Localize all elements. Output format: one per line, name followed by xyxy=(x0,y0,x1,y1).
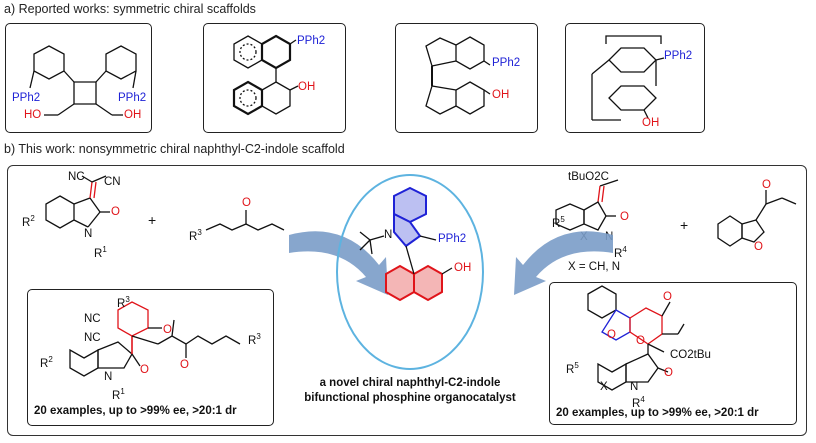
catalyst-caption-line2: bifunctional phosphine organocatalyst xyxy=(304,392,516,404)
x-definition-label: X = CH, N xyxy=(568,261,621,273)
substituent-r3-label: R3 xyxy=(117,295,130,310)
nitrogen-label: N xyxy=(104,371,113,383)
hydroxyl-label: OH xyxy=(298,81,316,93)
pph2-label: PPh2 xyxy=(297,35,326,47)
pph2-label: PPh2 xyxy=(492,57,521,69)
ketone-o-label: O xyxy=(663,291,672,303)
carbonyl-o-label: O xyxy=(664,367,673,379)
left-product-box xyxy=(27,289,274,426)
substituent-r5-label: R5 xyxy=(552,215,565,230)
catalyst-nitrogen-label: N xyxy=(384,229,393,241)
scaffold-spiro-box: PPh2 OH xyxy=(395,23,538,133)
ketone-o-label: O xyxy=(242,197,251,209)
substituent-r2-label: R2 xyxy=(22,214,35,229)
substituent-r5-label: R5 xyxy=(566,361,579,376)
left-product-structure xyxy=(69,301,241,377)
carbonyl-o-label: O xyxy=(140,364,149,376)
benzofuran-o-label: O xyxy=(754,241,763,253)
pph2-label: PPh2 xyxy=(118,92,147,104)
catalyst-structure xyxy=(359,186,453,302)
substituent-r3-label: R3 xyxy=(189,228,202,243)
substituent-r4-label: R4 xyxy=(632,395,645,410)
ketone-o-label: O xyxy=(163,324,172,336)
nitrile-label: NC xyxy=(68,171,85,183)
scaffold-cyclobutane-box: PPh2 PPh2 HO OH xyxy=(5,23,152,133)
spiro-structure xyxy=(425,36,491,115)
hydroxyl-label: OH xyxy=(642,117,660,129)
hydroxyl-label: OH xyxy=(492,89,510,101)
hydroxyl-label: OH xyxy=(124,109,142,121)
pph2-label: PPh2 xyxy=(12,92,41,104)
ketone-o-label: O xyxy=(762,179,771,191)
left-product-summary: 20 examples, up to >99% ee, >20:1 dr xyxy=(34,405,237,417)
carbonyl-o-label: O xyxy=(620,211,629,223)
nitrile-label: NC xyxy=(84,332,101,344)
paracyclophane-structure xyxy=(591,35,665,121)
catalyst-pph2-label: PPh2 xyxy=(438,233,467,245)
ether-o-label: O xyxy=(607,329,616,341)
pph2-label: PPh2 xyxy=(664,50,693,62)
plus-sign: + xyxy=(148,212,157,228)
carbonyl-o-label: O xyxy=(111,206,120,218)
right-reactants-structure xyxy=(555,179,797,247)
right-product-structure xyxy=(587,285,685,391)
substituent-r2-label: R2 xyxy=(40,355,53,370)
section-a-heading: a) Reported works: symmetric chiral scaf… xyxy=(4,2,256,16)
nitrogen-label: N xyxy=(630,381,639,393)
ester-label: CO2tBu xyxy=(670,349,711,361)
cyclobutane-structure xyxy=(29,45,137,116)
section-b-heading: b) This work: nonsymmetric chiral naphth… xyxy=(4,142,345,156)
substituent-r1-label: R1 xyxy=(112,387,125,402)
this-work-panel xyxy=(7,165,807,436)
right-curved-arrow xyxy=(514,231,613,295)
catalyst-circle xyxy=(336,174,484,370)
nitrogen-label: N xyxy=(84,228,93,240)
right-product-summary: 20 examples, up to >99% ee, >20:1 dr xyxy=(556,407,759,419)
x-atom-label: X xyxy=(600,381,608,393)
catalyst-oh-label: OH xyxy=(454,262,472,274)
nitrile-label: CN xyxy=(104,176,121,188)
ester-label: tBuO2C xyxy=(568,171,609,183)
nitrile-label: NC xyxy=(84,313,101,325)
catalyst-caption-line1: a novel chiral naphthyl-C2-indole xyxy=(319,377,501,389)
ketone-o-label: O xyxy=(636,335,645,347)
right-product-box xyxy=(549,282,797,425)
substituent-r3-label: R3 xyxy=(248,332,261,347)
scaffold-binol-box: PPh2 OH xyxy=(203,23,346,133)
substituent-r1-label: R1 xyxy=(94,245,107,260)
plus-sign: + xyxy=(680,217,689,233)
substituent-r4-label: R4 xyxy=(614,245,627,260)
ketone-o-label: O xyxy=(180,359,189,371)
left-reactants-structure xyxy=(45,175,285,231)
scaffold-paracyclophane-box: PPh2 OH xyxy=(565,23,705,133)
hydroxyl-label: HO xyxy=(24,109,42,121)
binol-structure xyxy=(232,34,299,116)
